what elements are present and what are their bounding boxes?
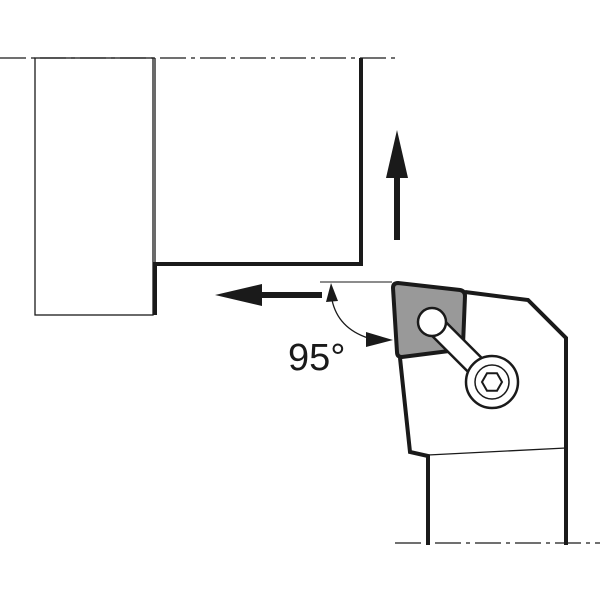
chuck-body <box>34 57 154 316</box>
holder-lower-edge <box>398 357 430 545</box>
workpiece <box>0 57 395 316</box>
feed-arrow-up-icon <box>386 130 408 240</box>
angle-label: 95° <box>288 337 345 379</box>
holder-body <box>464 290 568 545</box>
tool-holder <box>395 290 600 545</box>
holder-shank-line <box>427 447 567 456</box>
hex-screw-icon <box>464 354 520 410</box>
angle-arrow-icon <box>326 283 393 347</box>
workpiece-profile <box>153 58 363 315</box>
feed-arrow-left-icon <box>215 284 322 306</box>
